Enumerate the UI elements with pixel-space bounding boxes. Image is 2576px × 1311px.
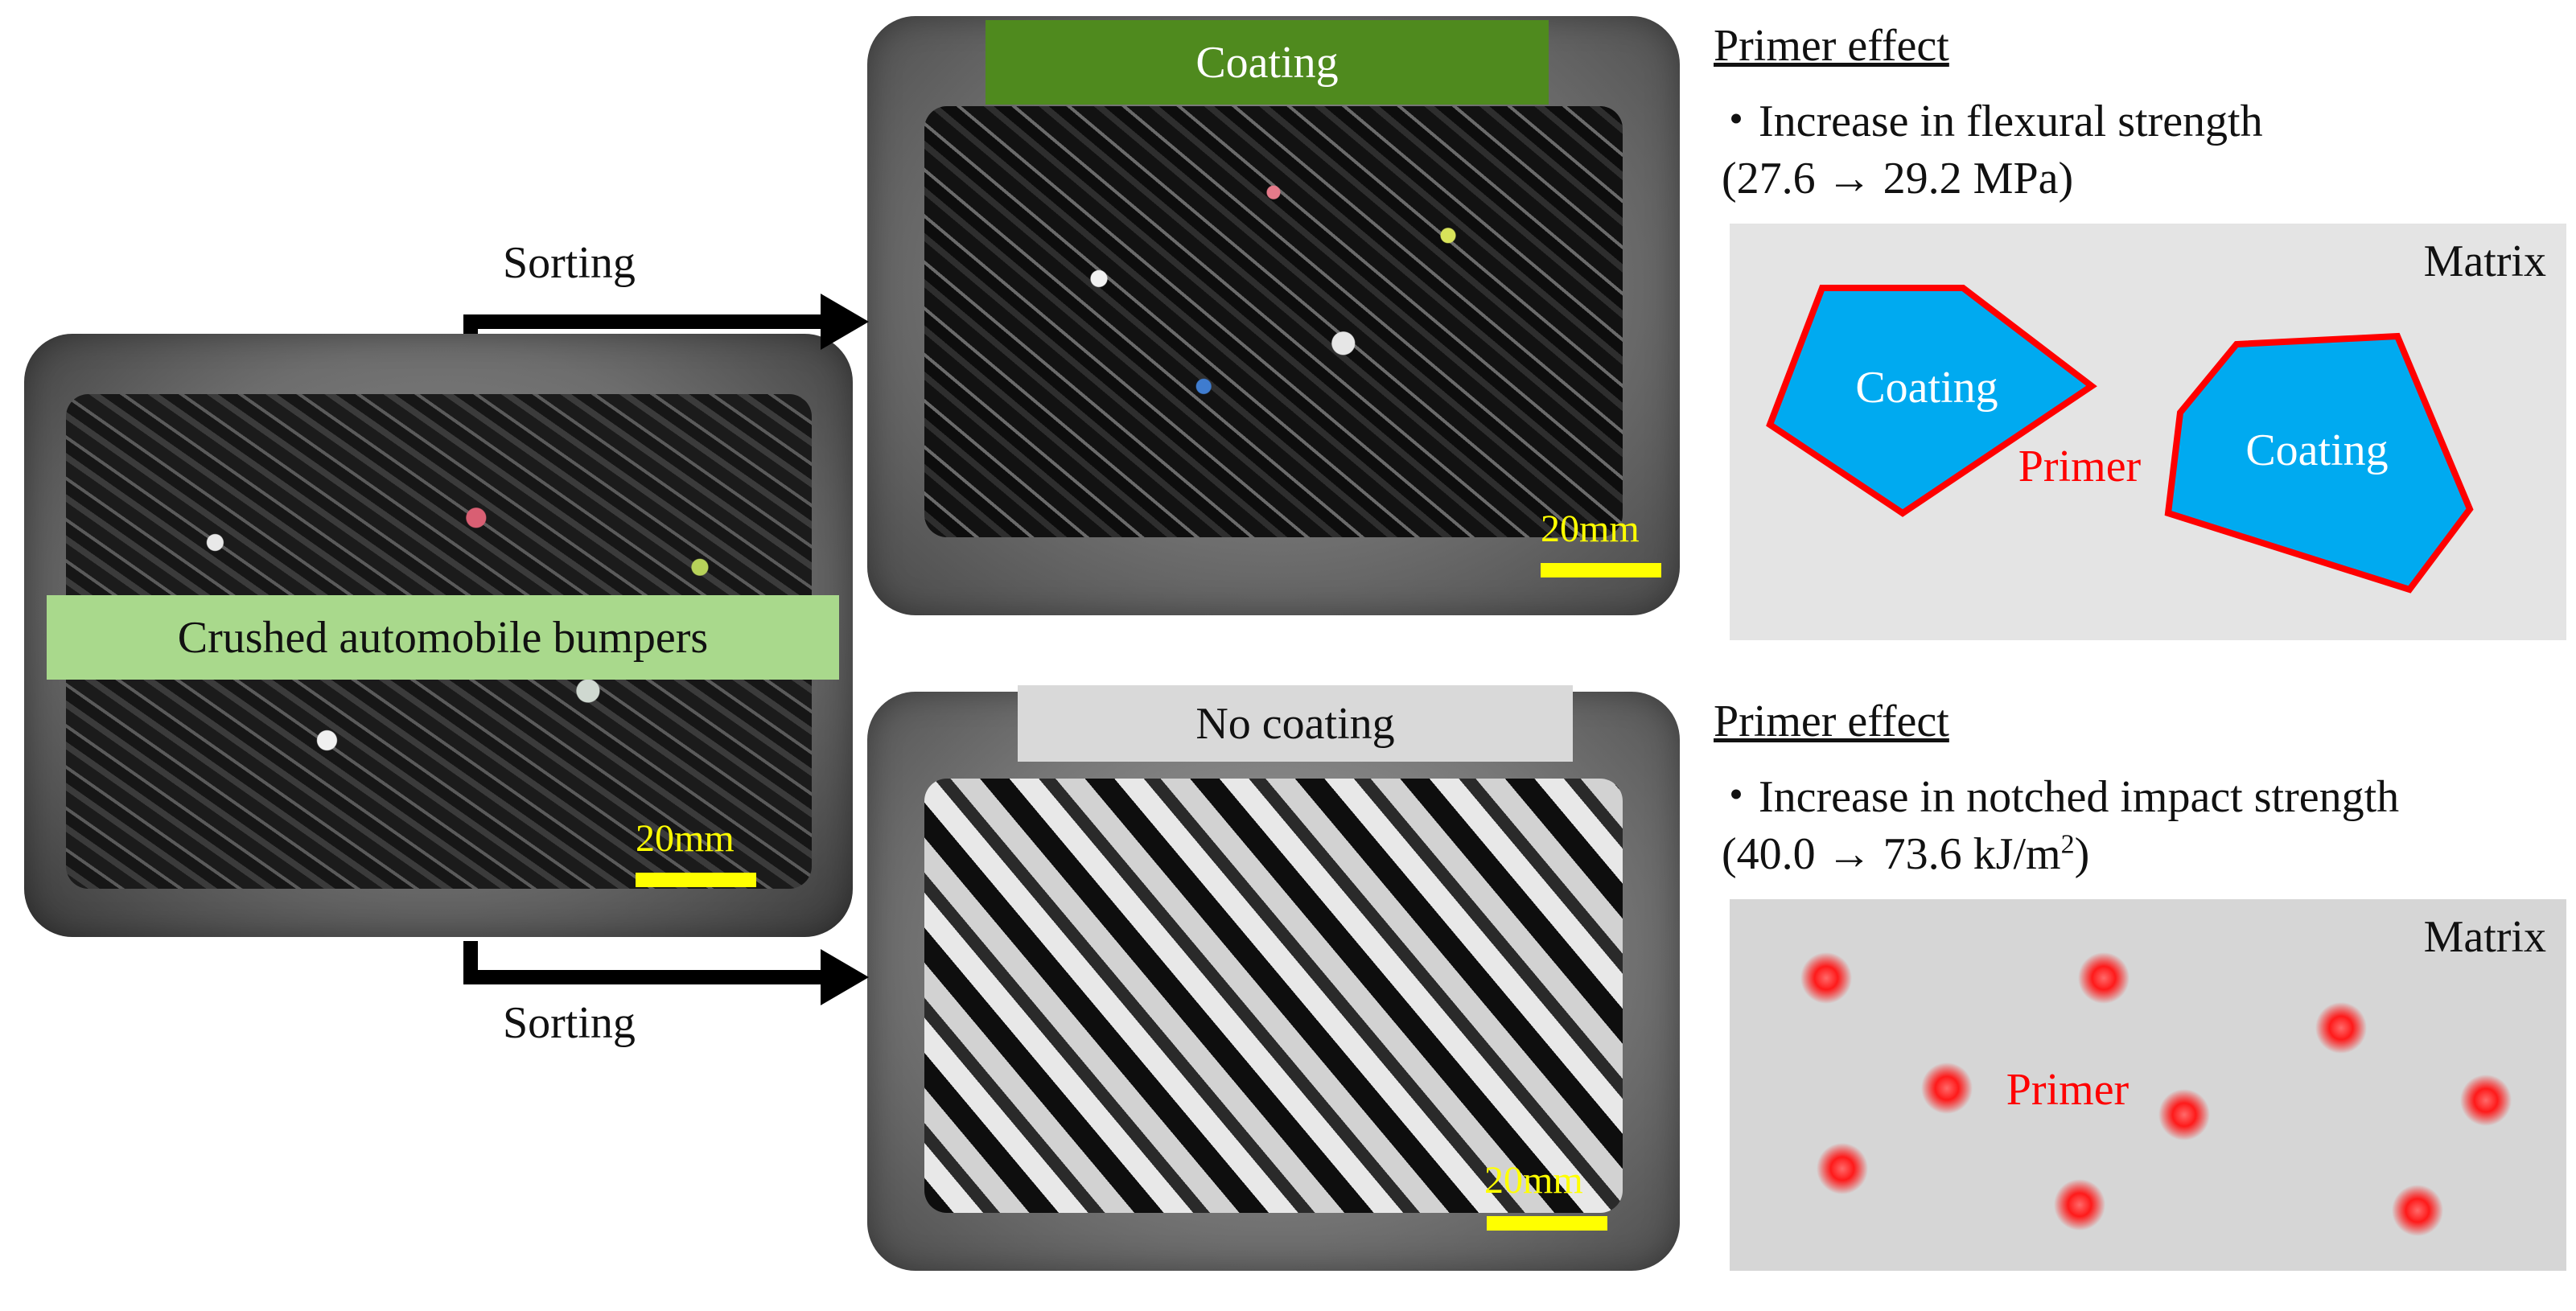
- primer-label-top: Primer: [2018, 442, 2142, 491]
- coating-primer-diagram: Matrix Coating Coating Primer: [1730, 224, 2566, 640]
- coating-label: Coating: [986, 20, 1549, 105]
- bottom-effect-line2-end: ): [2074, 829, 2090, 879]
- no-coating-scale-bar: [1487, 1216, 1607, 1231]
- sorting-arrow-bottom: [463, 941, 869, 1005]
- sorting-label-top: Sorting: [503, 238, 636, 288]
- primer-dot: [1921, 1062, 1973, 1114]
- bottom-effect-line2-sup: 2: [2060, 829, 2075, 860]
- primer-label-bottom: Primer: [2006, 1065, 2130, 1115]
- primer-dot: [2054, 1179, 2105, 1231]
- top-effect-line2: (27.6 → 29.2 MPa): [1722, 154, 2074, 203]
- no-coating-label: No coating: [1018, 685, 1573, 762]
- primer-dot: [2078, 952, 2130, 1004]
- bottom-effect-line2-main: (40.0 → 73.6 kJ/m: [1722, 829, 2061, 879]
- sorting-arrow-top: [463, 294, 869, 350]
- sorting-label-bottom: Sorting: [503, 998, 636, 1048]
- no-coating-scale-text: 20mm: [1484, 1159, 1583, 1202]
- primer-dispersion-diagram: Matrix Primer: [1730, 899, 2566, 1271]
- coating-photo: [867, 16, 1680, 615]
- primer-dot: [2460, 1075, 2512, 1126]
- coating-scale-bar: [1541, 563, 1661, 577]
- primer-dot: [2392, 1185, 2443, 1236]
- top-effect-title: Primer effect: [1714, 21, 1949, 71]
- crushed-scale-text: 20mm: [636, 817, 735, 860]
- bottom-effect-line2: (40.0 → 73.6 kJ/m2): [1722, 828, 2089, 880]
- coating-particle-2-label: Coating: [2245, 425, 2388, 475]
- primer-dot: [1800, 952, 1852, 1004]
- matrix-label-2: Matrix: [2424, 912, 2546, 962]
- coating-particle-1: [1766, 285, 2097, 517]
- no-coating-fragments: [924, 779, 1623, 1213]
- bottom-effect-title: Primer effect: [1714, 697, 1949, 746]
- primer-dot: [2315, 1002, 2367, 1054]
- top-effect-line1: ・Increase in flexural strength: [1714, 97, 2263, 146]
- no-coating-photo: [867, 692, 1680, 1271]
- primer-dot: [2158, 1089, 2210, 1140]
- coating-particle-2: [2164, 332, 2474, 594]
- crushed-bumpers-label: Crushed automobile bumpers: [47, 595, 839, 680]
- matrix-label: Matrix: [2424, 236, 2546, 286]
- coating-particle-1-label: Coating: [1855, 363, 1998, 413]
- crushed-scale-bar: [636, 873, 756, 887]
- coating-scale-text: 20mm: [1541, 508, 1640, 550]
- primer-dot: [1817, 1143, 1868, 1194]
- bottom-effect-line1: ・Increase in notched impact strength: [1714, 772, 2400, 822]
- coating-fragments: [924, 105, 1623, 538]
